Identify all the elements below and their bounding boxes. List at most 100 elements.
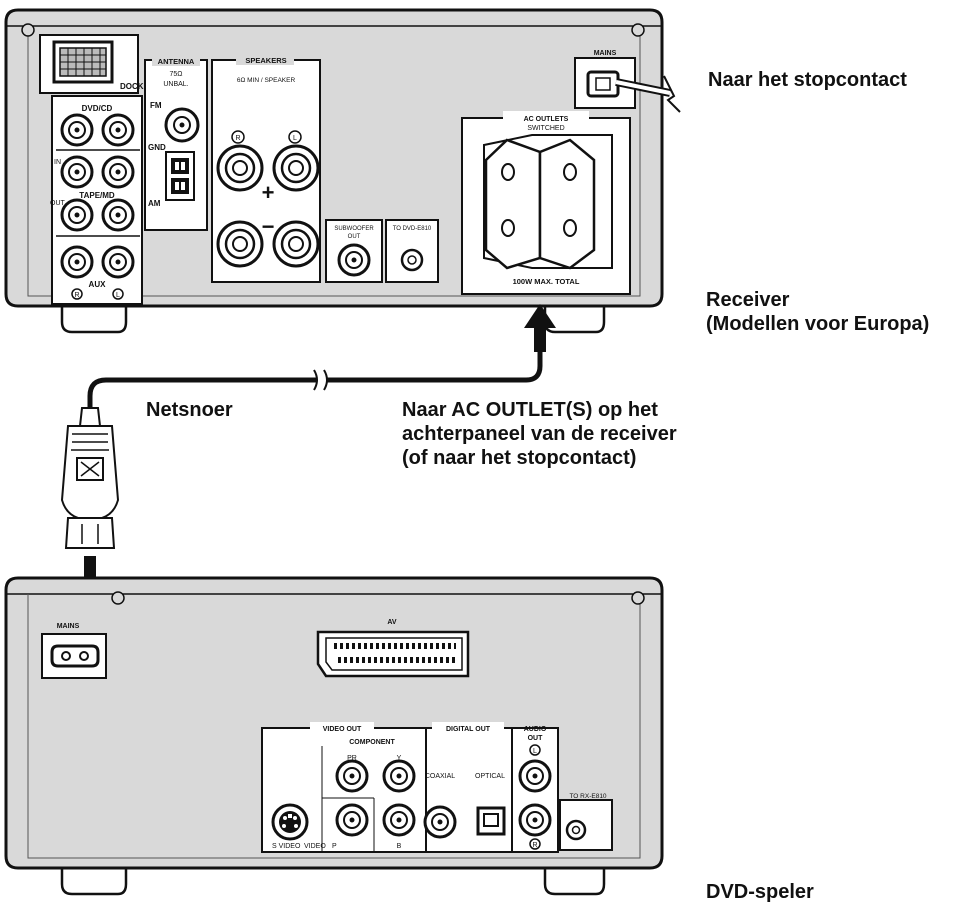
audio-l-marker: L bbox=[533, 748, 537, 755]
dvd-player-text: DVD-speler bbox=[706, 881, 814, 903]
s-video-label: S VIDEO bbox=[272, 843, 301, 850]
tape-in-jack-right[interactable] bbox=[101, 155, 135, 189]
optical-jack[interactable] bbox=[476, 806, 506, 836]
y-label: Y bbox=[397, 755, 402, 762]
component-pr-jack[interactable] bbox=[335, 759, 369, 793]
am-label: AM bbox=[148, 199, 161, 208]
dock-connector: DOCK bbox=[39, 34, 144, 94]
optical-label: OPTICAL bbox=[475, 773, 505, 780]
digital-out-label: DIGITAL OUT bbox=[446, 726, 491, 733]
speaker-l-minus-terminal[interactable] bbox=[272, 220, 320, 268]
receiver-title: Receiver bbox=[706, 289, 790, 311]
component-label: COMPONENT bbox=[349, 739, 395, 746]
receiver-mains-label: MAINS bbox=[594, 50, 617, 57]
tape-out-jack-right[interactable] bbox=[101, 198, 135, 232]
audio-out-label: AUDIO bbox=[524, 726, 547, 733]
plus-symbol: + bbox=[262, 180, 275, 205]
receiver-subtitle: (Modellen voor Europa) bbox=[706, 313, 930, 335]
am-antenna-terminal[interactable] bbox=[165, 151, 195, 201]
minus-symbol: − bbox=[262, 214, 275, 239]
ac-outlet-right[interactable] bbox=[538, 138, 596, 270]
video-out-panel: VIDEO OUT COMPONENT PR Y B S VIDEO VIDEO… bbox=[261, 722, 427, 853]
receiver-power-cable bbox=[615, 75, 681, 113]
to-rx-label: TO RX-E810 bbox=[569, 793, 606, 800]
antenna-section: ANTENNA 75Ω UNBAL. FM GND AM bbox=[144, 56, 208, 231]
video-label: VIDEO bbox=[304, 843, 326, 850]
power-plug bbox=[60, 407, 120, 549]
subwoofer-out-label: OUT bbox=[348, 234, 361, 240]
video-jack[interactable] bbox=[335, 803, 369, 837]
iec-socket-icon[interactable] bbox=[50, 644, 100, 668]
speaker-l-marker: L bbox=[293, 135, 297, 142]
aux-r-marker: R bbox=[74, 292, 79, 299]
receiver-callout: Receiver (Modellen voor Europa) bbox=[706, 288, 929, 336]
coaxial-jack[interactable] bbox=[423, 805, 457, 839]
coaxial-label: COAXIAL bbox=[425, 773, 455, 780]
digital-out-panel: DIGITAL OUT COAXIAL OPTICAL bbox=[423, 722, 513, 853]
speaker-l-plus-terminal[interactable] bbox=[272, 144, 320, 192]
aux-label: AUX bbox=[89, 280, 107, 289]
tape-in-label: IN bbox=[54, 159, 61, 166]
dvd-cd-jack-left[interactable] bbox=[60, 113, 94, 147]
speaker-terminal-section: SPEAKERS 6Ω MIN / SPEAKER R L + − bbox=[211, 55, 321, 283]
aux-jack-left[interactable] bbox=[60, 245, 94, 279]
subwoofer-out-section: SUBWOOFER OUT bbox=[325, 219, 383, 283]
scart-av-connector[interactable]: AV bbox=[316, 619, 470, 678]
av-label: AV bbox=[387, 619, 397, 626]
audio-out-left-jack[interactable] bbox=[518, 759, 552, 793]
dvd-power-cord bbox=[60, 304, 556, 608]
to-rx-jack[interactable] bbox=[565, 819, 587, 841]
dvd-cd-jack-right[interactable] bbox=[101, 113, 135, 147]
speakers-label: SPEAKERS bbox=[245, 56, 286, 65]
dvd-mains-label: MAINS bbox=[57, 623, 80, 630]
dvd-cd-label: DVD/CD bbox=[82, 104, 113, 113]
ac-outlets-section: AC OUTLETS SWITCHED 100W MAX. TOTAL bbox=[461, 111, 631, 295]
tape-in-jack-left[interactable] bbox=[60, 155, 94, 189]
fm-antenna-jack[interactable] bbox=[164, 107, 200, 143]
receiver-unit: DOCK DVD/CD IN TAPE/MD OUT AUX R L bbox=[4, 8, 664, 334]
to-dvd-section: TO DVD-E810 bbox=[385, 219, 439, 283]
subwoofer-out-jack[interactable] bbox=[337, 243, 371, 277]
to-rx-section: TO RX-E810 bbox=[559, 793, 613, 851]
power-cord-text: Netsnoer bbox=[146, 399, 233, 421]
arrow-up-icon bbox=[524, 304, 556, 352]
s-video-jack[interactable] bbox=[271, 803, 309, 841]
ac-outlet-left[interactable] bbox=[484, 138, 542, 270]
audio-out-label-2: OUT bbox=[528, 735, 544, 742]
antenna-unbal-label: UNBAL. bbox=[163, 81, 188, 88]
gnd-label: GND bbox=[148, 143, 166, 152]
to-dvd-jack[interactable] bbox=[400, 248, 424, 272]
tape-out-label: OUT bbox=[50, 200, 66, 207]
component-y-jack[interactable] bbox=[382, 759, 416, 793]
aux-l-marker: L bbox=[116, 292, 120, 299]
antenna-label: ANTENNA bbox=[158, 57, 195, 66]
pr-label: PR bbox=[347, 755, 357, 762]
wall-outlet-text: Naar het stopcontact bbox=[708, 69, 907, 91]
speaker-r-marker: R bbox=[235, 135, 240, 142]
audio-out-right-jack[interactable] bbox=[518, 803, 552, 837]
tape-out-jack-left[interactable] bbox=[60, 198, 94, 232]
p-label: P bbox=[332, 843, 337, 850]
dvd-player-callout: DVD-speler bbox=[706, 880, 814, 904]
speaker-r-plus-terminal[interactable] bbox=[216, 144, 264, 192]
ac-outlet-line-3: (of naar het stopcontact) bbox=[402, 447, 637, 469]
power-cord-callout: Netsnoer bbox=[146, 398, 233, 422]
dock-label: DOCK bbox=[120, 82, 144, 91]
ac-max-total-label: 100W MAX. TOTAL bbox=[513, 277, 580, 286]
receiver-mains-section: MAINS bbox=[574, 50, 636, 109]
component-pb-jack[interactable] bbox=[382, 803, 416, 837]
dvd-mains-inlet: MAINS bbox=[41, 623, 107, 679]
wall-outlet-callout: Naar het stopcontact bbox=[708, 68, 907, 92]
speaker-r-minus-terminal[interactable] bbox=[216, 220, 264, 268]
speaker-impedance-label: 6Ω MIN / SPEAKER bbox=[237, 77, 296, 84]
ac-outlet-callout: Naar AC OUTLET(S) op het achterpaneel va… bbox=[402, 398, 677, 470]
subwoofer-label: SUBWOOFER bbox=[334, 226, 374, 232]
audio-r-marker: R bbox=[532, 842, 537, 849]
fm-label: FM bbox=[150, 101, 162, 110]
aux-jack-right[interactable] bbox=[101, 245, 135, 279]
ac-outlet-line-1: Naar AC OUTLET(S) op het bbox=[402, 399, 658, 421]
to-dvd-label: TO DVD-E810 bbox=[393, 226, 432, 232]
audio-out-panel: AUDIO OUT L R bbox=[511, 726, 559, 853]
antenna-ohm-label: 75Ω bbox=[169, 71, 182, 78]
